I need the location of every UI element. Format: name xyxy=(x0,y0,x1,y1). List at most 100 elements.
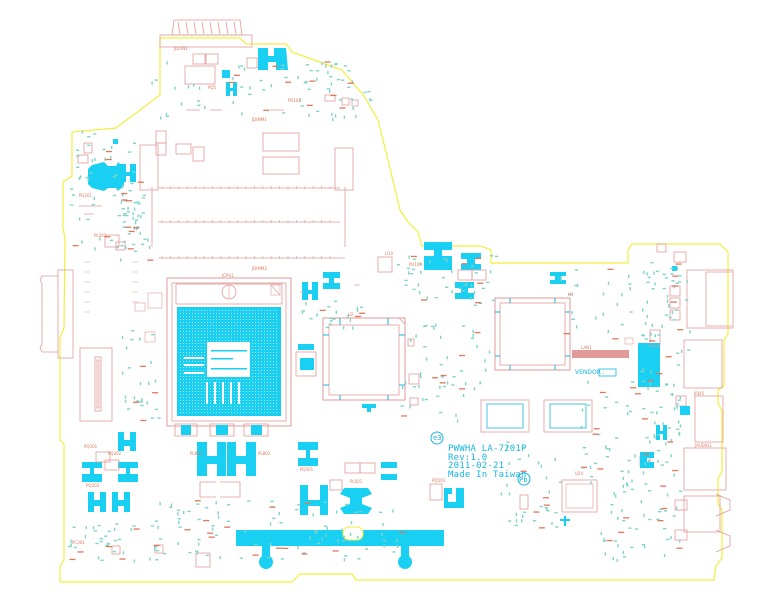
cpu-ball xyxy=(267,373,268,374)
cpu-ball xyxy=(189,355,190,356)
cpu-ball xyxy=(258,322,259,323)
passive-mark xyxy=(325,326,329,329)
designator-mark xyxy=(133,528,140,530)
passive-mark xyxy=(476,344,478,348)
passive-mark xyxy=(408,271,410,275)
cpu-ball xyxy=(270,331,271,332)
cpu-ball xyxy=(186,391,187,392)
cpu-ball xyxy=(231,316,232,317)
passive-mark xyxy=(133,142,137,144)
cpu-ball xyxy=(180,391,181,392)
cpu-ball xyxy=(195,409,196,410)
cpu-ball xyxy=(249,400,250,401)
cpu-ball xyxy=(258,364,259,365)
passive-mark xyxy=(169,506,173,508)
cpu-ball xyxy=(180,373,181,374)
cpu-ball xyxy=(255,316,256,317)
cpu-ball xyxy=(213,316,214,317)
cpu-ball xyxy=(201,379,202,380)
passive-mark xyxy=(473,290,476,294)
cpu-ball xyxy=(195,376,196,377)
cpu-ball xyxy=(219,313,220,314)
passive-mark xyxy=(81,240,83,244)
passive-mark xyxy=(451,269,453,273)
passive-mark xyxy=(508,461,510,466)
cpu-ball xyxy=(246,379,247,380)
passive-mark xyxy=(546,507,548,512)
cpu-ball xyxy=(231,334,232,335)
cpu-ball xyxy=(255,397,256,398)
passive-mark xyxy=(117,538,122,541)
cpu-ball xyxy=(219,322,220,323)
passive-mark xyxy=(666,295,669,299)
designator-mark xyxy=(69,558,76,561)
cpu-ball xyxy=(204,370,205,371)
cpu-ball xyxy=(228,400,229,401)
cpu-ball xyxy=(207,409,208,410)
passive-mark xyxy=(297,546,299,550)
cpu-ball xyxy=(198,316,199,317)
cpu-ball xyxy=(207,325,208,326)
passive-mark xyxy=(278,512,280,516)
passive-mark xyxy=(124,395,127,399)
cpu-ball xyxy=(243,397,244,398)
cpu-ball xyxy=(264,367,265,368)
cpu-ball xyxy=(246,403,247,404)
passive-mark xyxy=(422,397,424,402)
passive-mark xyxy=(605,456,609,458)
passive-mark xyxy=(680,349,683,353)
cpu-ball xyxy=(273,322,274,323)
cpu-ball xyxy=(180,406,181,407)
cpu-ball xyxy=(228,316,229,317)
cpu-ball xyxy=(267,322,268,323)
passive-mark xyxy=(329,89,331,94)
cpu-ball xyxy=(198,340,199,341)
passive-mark xyxy=(155,559,159,561)
cpu-ball xyxy=(225,385,226,386)
ref-pq501: PQ501 xyxy=(300,467,314,472)
passive-mark xyxy=(627,412,629,416)
cpu-ball xyxy=(273,370,274,371)
passive-mark xyxy=(435,323,437,327)
passive-mark xyxy=(95,542,99,545)
passive-mark xyxy=(670,439,673,443)
passive-mark xyxy=(154,520,159,522)
cpu-ball xyxy=(225,379,226,380)
cpu-ball xyxy=(252,376,253,377)
passive-mark xyxy=(183,510,185,515)
passive-mark xyxy=(471,265,475,267)
cpu-ball xyxy=(186,310,187,311)
passive-mark xyxy=(93,133,97,135)
passive-mark xyxy=(113,539,118,542)
cpu-ball xyxy=(195,385,196,386)
passive-mark xyxy=(329,320,333,322)
passive-mark xyxy=(656,518,660,521)
cpu-ball xyxy=(186,379,187,380)
passive-mark xyxy=(358,510,362,513)
passive-mark xyxy=(73,546,77,549)
cpu-ball xyxy=(180,361,181,362)
passive-mark xyxy=(240,86,244,88)
passive-mark xyxy=(631,381,635,383)
passive-mark xyxy=(137,203,141,205)
passive-mark xyxy=(357,558,361,560)
cpu-ball xyxy=(210,319,211,320)
cpu-ball xyxy=(240,328,241,329)
cpu-ball xyxy=(261,364,262,365)
cpu-ball xyxy=(183,310,184,311)
passive-mark xyxy=(648,490,652,492)
cpu-ball xyxy=(234,325,235,326)
cpu-ball xyxy=(213,409,214,410)
passive-mark xyxy=(473,387,476,391)
passive-mark xyxy=(154,546,158,548)
cpu-ball xyxy=(273,352,274,353)
cpu-ball xyxy=(252,367,253,368)
cpu-ball xyxy=(231,337,232,338)
passive-mark xyxy=(136,226,140,228)
cpu-ball xyxy=(189,361,190,362)
designator-mark xyxy=(593,428,600,430)
passive-mark xyxy=(141,197,145,199)
passive-mark xyxy=(489,270,492,274)
cpu-ball xyxy=(270,346,271,347)
passive-mark xyxy=(302,552,306,554)
